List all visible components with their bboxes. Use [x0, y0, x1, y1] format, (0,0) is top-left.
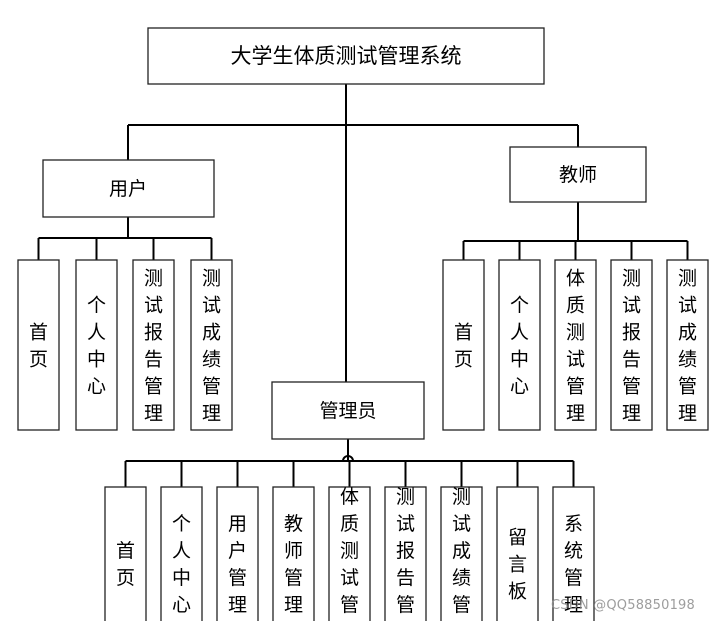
leaf-teacher-1: 个人中心 — [498, 259, 541, 431]
leaf-modules: 首页个人中心测试报告管理测试成绩管理首页个人中心体质测试管理测试报告管理测试成绩… — [17, 259, 709, 621]
leaf-label: 测试成绩管理 — [678, 268, 697, 425]
leaf-box — [132, 259, 175, 431]
leaf-admin-8: 系统管理 — [552, 486, 595, 621]
leaf-box — [160, 486, 203, 621]
leaf-teacher-3: 测试报告管理 — [610, 259, 653, 431]
leaf-label: 首页 — [454, 322, 473, 371]
bus-jump-arc — [342, 455, 354, 462]
role-label-user: 用户 — [109, 178, 147, 200]
leaf-box — [75, 259, 118, 431]
leaf-box — [272, 486, 315, 621]
leaf-label: 留言板 — [508, 527, 527, 603]
leaf-box — [104, 486, 147, 621]
leaf-box — [440, 486, 483, 621]
leaf-teacher-0: 首页 — [442, 259, 485, 431]
leaf-label: 个人中心 — [510, 295, 529, 398]
leaf-box — [442, 259, 485, 431]
leaf-admin-0: 首页 — [104, 486, 147, 621]
leaf-box — [384, 486, 427, 621]
leaf-user-3: 测试成绩管理 — [190, 259, 233, 431]
leaf-label: 测试报告管理 — [622, 268, 641, 425]
role-box-admin — [271, 381, 425, 440]
leaf-label: 个人中心 — [87, 295, 106, 398]
leaf-label: 个人中心 — [172, 513, 191, 616]
leaf-teacher-2: 体质测试管理 — [554, 259, 597, 431]
leaf-label: 首页 — [29, 322, 48, 371]
leaf-label: 体质测试管理 — [566, 268, 585, 425]
leaf-box — [552, 486, 595, 621]
leaf-admin-7: 留言板 — [496, 486, 539, 621]
leaf-admin-3: 教师管理 — [272, 486, 315, 621]
leaf-label: 首页 — [116, 540, 135, 589]
leaf-box — [496, 486, 539, 621]
role-label-teacher: 教师 — [559, 164, 597, 186]
connector-lines — [37, 84, 689, 487]
leaf-admin-6: 测试成绩管理 — [440, 486, 483, 621]
watermark: CSDN @QQ58850198 — [550, 598, 695, 613]
root-title: 大学生体质测试管理系统 — [231, 44, 462, 68]
leaf-label: 测试成绩管理 — [452, 486, 471, 621]
leaf-label: 测试报告管理 — [144, 268, 163, 425]
leaf-user-0: 首页 — [17, 259, 60, 431]
leaf-admin-1: 个人中心 — [160, 486, 203, 621]
leaf-teacher-4: 测试成绩管理 — [666, 259, 709, 431]
leaf-box — [328, 486, 371, 621]
role-box-teacher — [509, 146, 647, 203]
leaf-label: 测试报告管理 — [396, 486, 415, 621]
leaf-label: 系统管理 — [564, 513, 583, 616]
leaf-admin-5: 测试报告管理 — [384, 486, 427, 621]
leaf-label: 测试成绩管理 — [202, 268, 221, 425]
leaf-label: 用户管理 — [228, 513, 247, 616]
leaf-user-2: 测试报告管理 — [132, 259, 175, 431]
leaf-box — [498, 259, 541, 431]
role-box-user — [42, 159, 215, 218]
role-label-admin: 管理员 — [319, 400, 376, 422]
leaf-admin-2: 用户管理 — [216, 486, 259, 621]
leaf-box — [554, 259, 597, 431]
leaf-box — [666, 259, 709, 431]
leaf-box — [610, 259, 653, 431]
leaf-user-1: 个人中心 — [75, 259, 118, 431]
leaf-admin-4: 体质测试管理 — [328, 486, 371, 621]
leaf-box — [17, 259, 60, 431]
leaf-box — [190, 259, 233, 431]
leaf-label: 体质测试管理 — [340, 486, 359, 621]
leaf-label: 教师管理 — [284, 513, 303, 616]
root-box — [147, 27, 545, 85]
leaf-box — [216, 486, 259, 621]
